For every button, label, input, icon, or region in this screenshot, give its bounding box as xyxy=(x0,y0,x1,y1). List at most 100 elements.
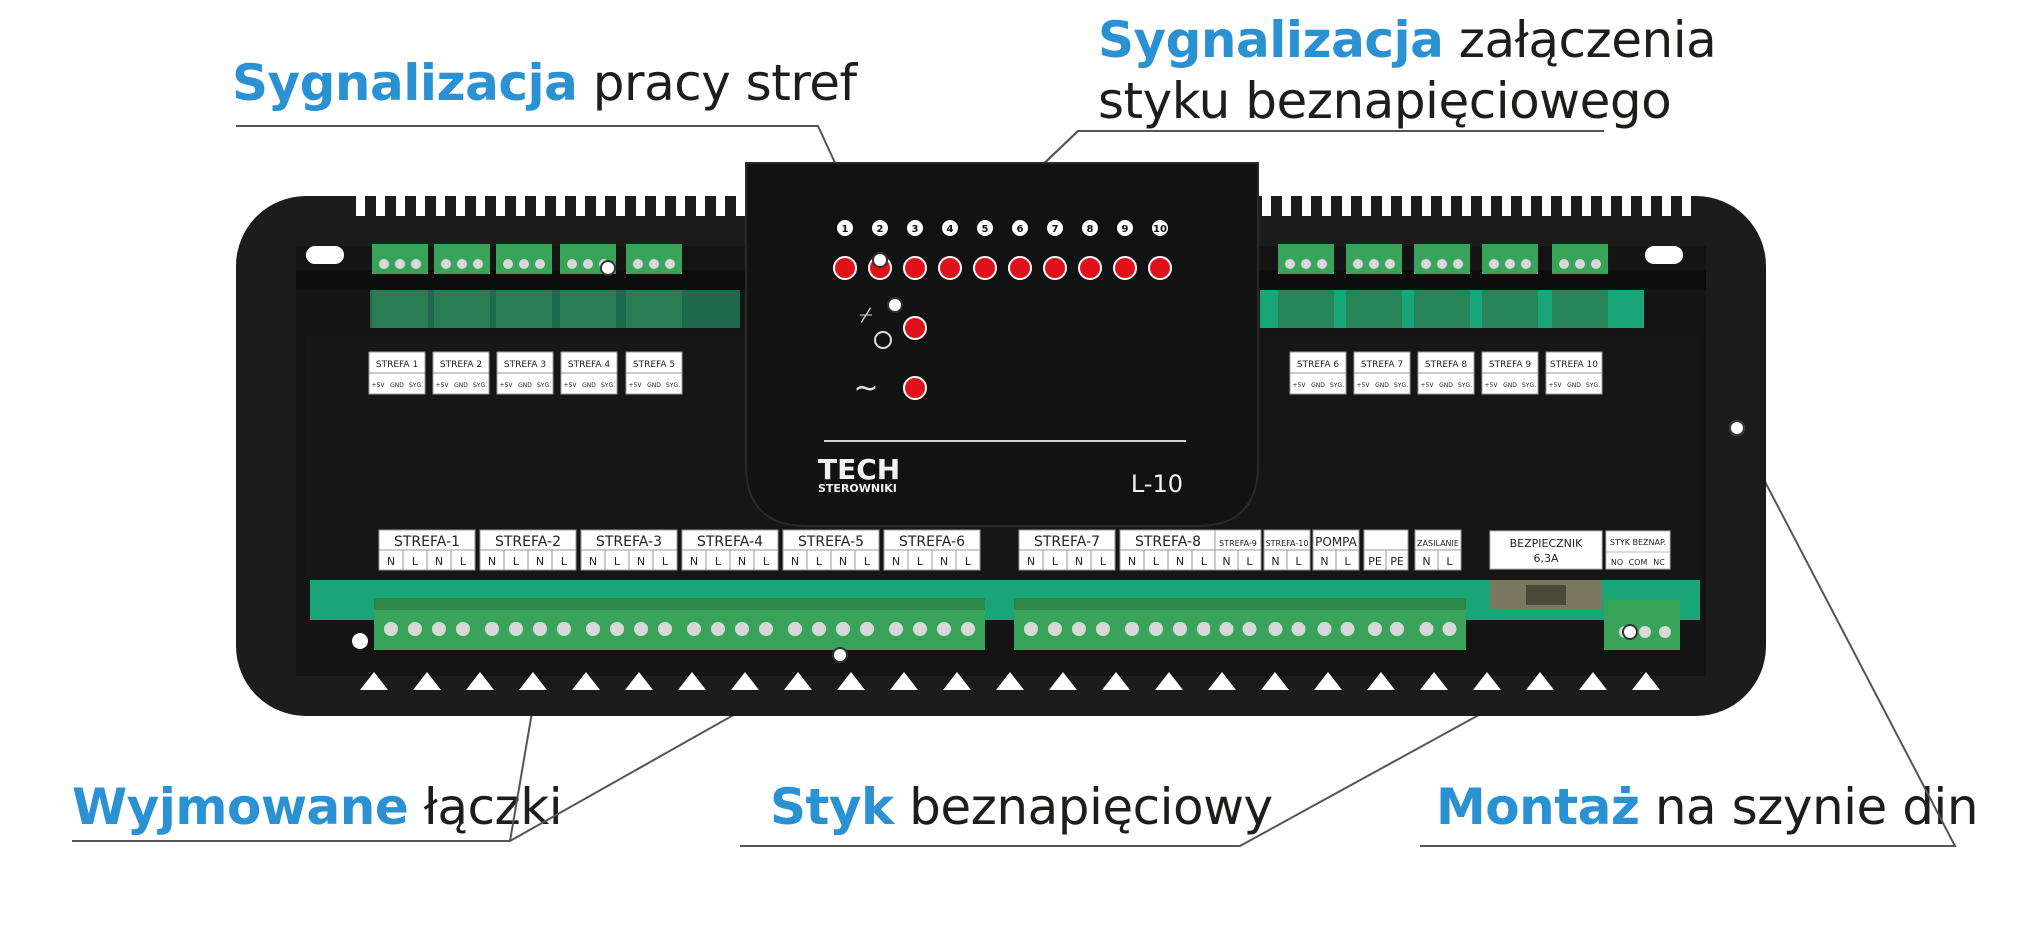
pin-label: GND xyxy=(518,382,532,389)
fin xyxy=(1662,194,1671,216)
pin-label: N xyxy=(1320,555,1328,568)
pin-label: +5V xyxy=(500,382,514,389)
led-number-badge xyxy=(907,220,923,236)
pin-label: GND xyxy=(1311,382,1325,389)
fin xyxy=(1642,194,1651,216)
fin xyxy=(1602,194,1611,216)
zone-label-name: STREFA 10 xyxy=(1550,360,1598,370)
zone-led xyxy=(938,256,962,280)
bottom-terminal-block xyxy=(1410,598,1466,650)
fin xyxy=(1482,194,1491,216)
pin-label: +5V xyxy=(1421,382,1435,389)
bottom-terminal-block xyxy=(374,598,480,650)
fin xyxy=(596,194,605,216)
led-number-badge xyxy=(977,220,993,236)
bottom-terminal-blocks xyxy=(374,598,1466,650)
pin-label: N xyxy=(940,555,948,568)
top-terminal-block xyxy=(1482,244,1538,328)
pin-label: N xyxy=(892,555,900,568)
bottom-terminal-block xyxy=(1259,598,1315,650)
pin-label: SYG. xyxy=(537,382,551,389)
power-led xyxy=(903,376,927,400)
zone-label-name: STREFA-9 xyxy=(1219,539,1257,548)
led-number: 1 xyxy=(842,224,849,235)
led-number-badge xyxy=(872,220,888,236)
bottom-terminal-block xyxy=(1308,598,1364,650)
fin xyxy=(736,194,745,216)
callout-contact-signal-rest: załączenia xyxy=(1443,11,1717,69)
display-panel xyxy=(745,162,1259,527)
pin-label: L xyxy=(614,555,621,568)
zone-label-name: STREFA-3 xyxy=(596,534,662,550)
pin-label: L xyxy=(1344,555,1351,568)
din-clip xyxy=(837,672,865,690)
din-clip xyxy=(1420,672,1448,690)
pin-label: N xyxy=(791,555,799,568)
bottom-terminal-block xyxy=(778,598,884,650)
fuse-holder: BEZPIECZNIK 6,3A xyxy=(1489,530,1603,610)
bottom-terminal-block xyxy=(475,598,581,650)
fin xyxy=(1322,194,1331,216)
zone-led xyxy=(1113,256,1137,280)
callout-zone-signal-highlight: Sygnalizacja xyxy=(232,54,578,112)
pin-label: L xyxy=(1153,555,1160,568)
fin xyxy=(676,194,685,216)
din-clip xyxy=(678,672,706,690)
din-clip xyxy=(1155,672,1183,690)
pin-label: L xyxy=(1100,555,1107,568)
pin-label: L xyxy=(662,555,669,568)
zone-label-name: STREFA-7 xyxy=(1034,534,1100,550)
pin-label: N xyxy=(690,555,698,568)
callout-contact-signal-line2: styku beznapięciowego xyxy=(1098,72,1672,130)
bottom-terminal-block xyxy=(1210,598,1266,650)
pin-label: L xyxy=(1201,555,1208,568)
model-name: L-10 xyxy=(1131,470,1183,498)
led-number: 8 xyxy=(1087,224,1094,235)
din-clip xyxy=(1526,672,1554,690)
zone-label-name: STREFA-2 xyxy=(495,534,561,550)
brand-logo-text: TECH xyxy=(818,453,900,486)
pin-label: +5V xyxy=(372,382,386,389)
callout-dot xyxy=(832,647,848,663)
top-terminal-blocks xyxy=(372,244,1608,328)
zone-label-name: STREFA-5 xyxy=(798,534,864,550)
zone-label-name: STREFA-10 xyxy=(1266,539,1309,548)
brand-sub: STEROWNIKI xyxy=(818,482,897,495)
pin-label: L xyxy=(715,555,722,568)
pin-label: N xyxy=(1075,555,1083,568)
fin xyxy=(1362,194,1371,216)
top-terminal-block xyxy=(626,244,682,328)
bottom-terminal-block xyxy=(1359,598,1413,650)
pump-icon xyxy=(874,331,892,349)
fin xyxy=(376,194,385,216)
fin xyxy=(356,194,365,216)
fin xyxy=(396,194,405,216)
fin xyxy=(1582,194,1591,216)
zone-label-name: STREFA 7 xyxy=(1361,360,1403,370)
fin xyxy=(1422,194,1431,216)
pin-label: N xyxy=(1271,555,1279,568)
pin-label: L xyxy=(1246,555,1253,568)
top-terminal-block xyxy=(1278,244,1334,328)
pin-label: N xyxy=(1128,555,1136,568)
callout-line xyxy=(1420,427,1957,847)
led-number-badge xyxy=(942,220,958,236)
top-terminal-block xyxy=(434,244,490,328)
zone-label-name: STREFA 1 xyxy=(376,360,418,370)
led-number-badge xyxy=(1047,220,1063,236)
pin-label: SYG. xyxy=(666,382,680,389)
pin-label: GND xyxy=(647,382,661,389)
fin xyxy=(1622,194,1631,216)
top-terminal-block xyxy=(1414,244,1470,328)
din-clip xyxy=(413,672,441,690)
callout-contact-highlight: Styk xyxy=(770,778,894,836)
top-ventilation-fins xyxy=(356,194,1691,216)
